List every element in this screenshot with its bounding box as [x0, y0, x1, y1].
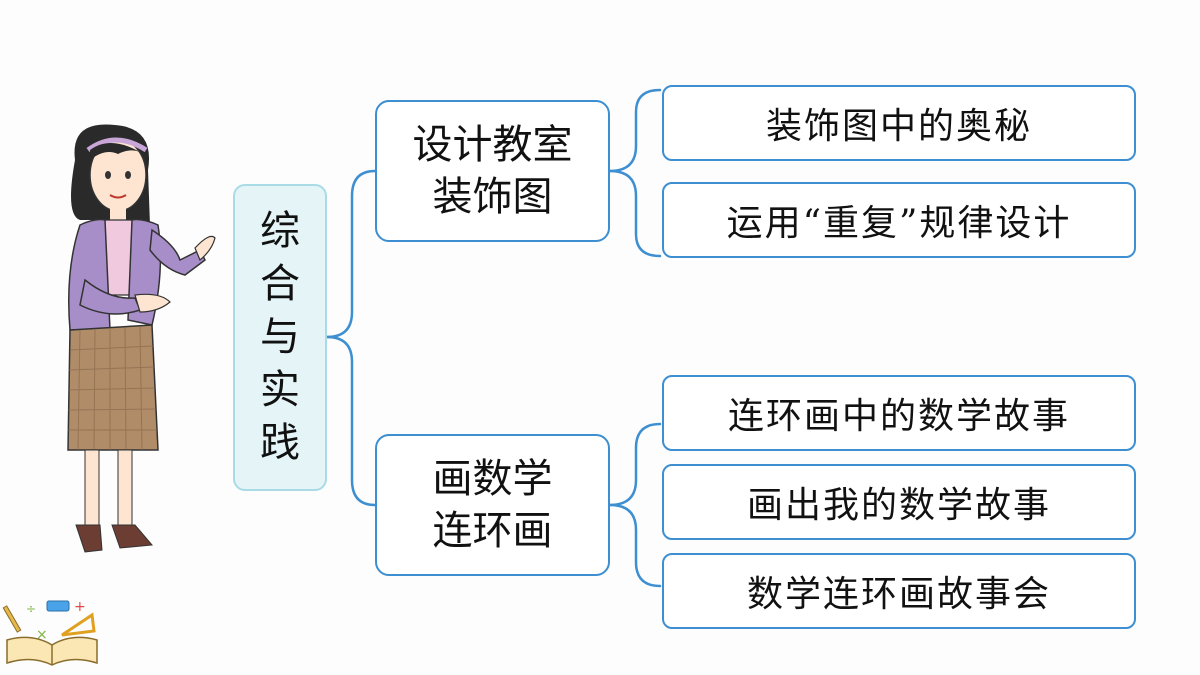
svg-text:×: × [36, 627, 48, 643]
root-char: 综 [260, 208, 300, 254]
leaf-label: 连环画中的数学故事 [727, 396, 1070, 437]
branch-title-line: 画数学 [432, 456, 553, 502]
math-book-icon: + ÷ × [2, 599, 98, 666]
branch-node-classroom-decoration: 设计教室 装饰图 [375, 100, 610, 242]
branch-title-line: 设计教室 [412, 122, 573, 168]
root-char: 实 [260, 367, 300, 413]
connector-branch1-lower [608, 169, 662, 258]
root-char: 合 [260, 261, 300, 307]
teacher-illustration [67, 124, 216, 553]
svg-text:+: + [74, 599, 86, 615]
leaf-label: 运用“重复”规律设计 [726, 203, 1072, 244]
leaf-label: 装饰图中的奥秘 [765, 106, 1032, 147]
connector-branch2-lower [608, 503, 662, 588]
branch-title-line: 装饰图 [432, 174, 553, 220]
leaf-label: 数学连环画故事会 [746, 574, 1051, 615]
root-char: 与 [260, 314, 300, 360]
leaf-node: 数学连环画故事会 [662, 553, 1136, 629]
branch-node-math-comics: 画数学 连环画 [375, 434, 610, 576]
connector-root [325, 169, 377, 339]
root-node-comprehensive-practice: 综 合 与 实 践 [233, 184, 327, 491]
connector-root-lower [325, 335, 377, 507]
branch-title-line: 连环画 [432, 508, 553, 554]
root-char: 践 [260, 420, 300, 466]
leaf-node: 装饰图中的奥秘 [662, 85, 1136, 161]
leaf-node: 连环画中的数学故事 [662, 375, 1136, 451]
connector-branch1 [608, 88, 662, 173]
connector-branch2 [608, 422, 662, 507]
leaf-label: 画出我的数学故事 [746, 485, 1051, 526]
svg-text:÷: ÷ [26, 602, 36, 616]
leaf-node: 运用“重复”规律设计 [662, 182, 1136, 258]
leaf-node: 画出我的数学故事 [662, 464, 1136, 540]
